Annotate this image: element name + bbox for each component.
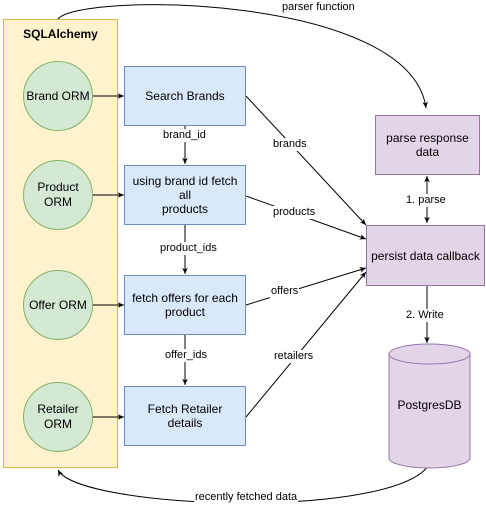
fetch-products-label: using brand id fetch all products <box>132 174 238 216</box>
offer-orm-node: Offer ORM <box>23 270 93 340</box>
persist-callback-node: persist data callback <box>366 225 485 286</box>
fetch-offers-label: fetch offers for each product <box>132 291 238 319</box>
brand-orm-node: Brand ORM <box>23 61 93 131</box>
edge-label-brands: brands <box>272 138 308 151</box>
edge-label-retailers: retailers <box>273 350 315 363</box>
edge-label-products: products <box>272 206 317 219</box>
edge-offers <box>245 267 367 306</box>
fetch-retailers-node: Fetch Retailer details <box>124 386 246 446</box>
edge-label-offer-ids: offer_ids <box>164 349 208 362</box>
edge-brands <box>245 95 367 226</box>
product-orm-label: Product ORM <box>37 180 79 209</box>
edge-parser-function <box>57 4 428 109</box>
search-brands-label: Search Brands <box>145 89 225 103</box>
parse-response-label: parse response data <box>386 131 469 159</box>
edge-label-offers: offers <box>270 285 300 298</box>
edge-label-parser-function: parser function <box>281 1 356 14</box>
postgres-db-label: PostgresDB <box>397 398 462 412</box>
edge-label-recently-fetched: recently fetched data <box>194 491 299 504</box>
parse-response-node: parse response data <box>375 115 480 175</box>
edge-label-write: 2. Write <box>405 309 445 322</box>
retailer-orm-node: Retailer ORM <box>23 382 93 452</box>
fetch-products-node: using brand id fetch all products <box>124 165 246 225</box>
retailer-orm-label: Retailer ORM <box>37 402 79 431</box>
fetch-retailers-label: Fetch Retailer details <box>147 402 223 430</box>
brand-orm-label: Brand ORM <box>26 88 90 103</box>
offer-orm-label: Offer ORM <box>29 297 87 312</box>
sqlalchemy-title: SQLAlchemy <box>23 27 98 41</box>
edge-retailers <box>245 271 367 418</box>
edge-label-parse: 1. parse <box>405 194 447 207</box>
edge-label-brand-id: brand_id <box>162 129 207 142</box>
fetch-offers-node: fetch offers for each product <box>124 275 246 335</box>
postgres-db-cylinder <box>388 343 471 469</box>
product-orm-node: Product ORM <box>23 160 93 230</box>
search-brands-node: Search Brands <box>124 66 246 126</box>
persist-callback-label: persist data callback <box>371 248 480 263</box>
edge-label-product-ids: product_ids <box>159 242 218 255</box>
